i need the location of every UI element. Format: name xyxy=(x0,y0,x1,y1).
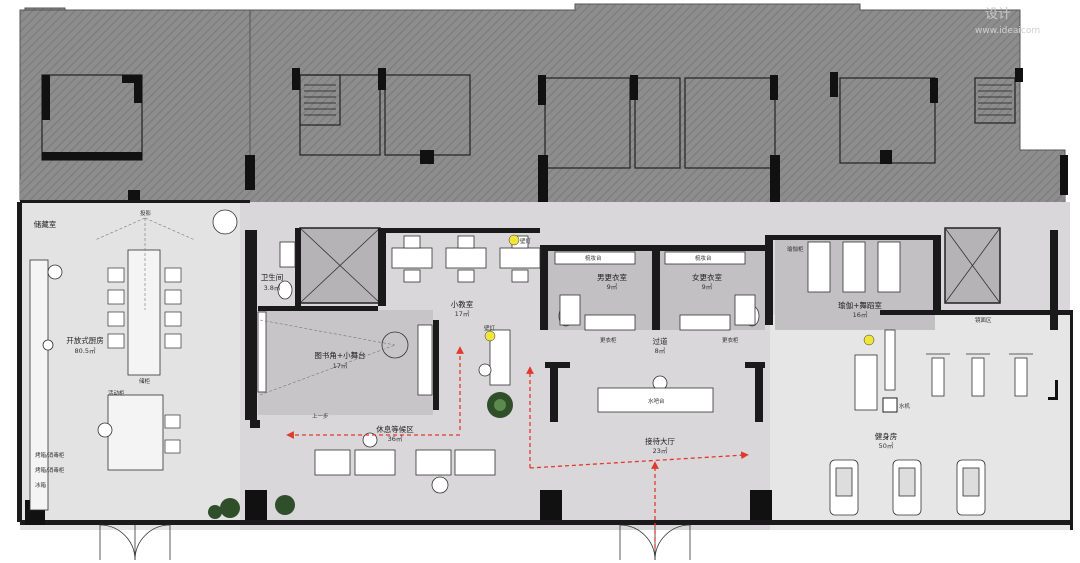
library-stage xyxy=(381,331,409,359)
plants xyxy=(208,392,513,519)
room-area-gym: 50㎡ xyxy=(879,441,894,450)
room-name-classroom: 小教室 xyxy=(451,299,474,309)
label-disinfect-1: 烤箱/消毒柜 xyxy=(35,451,65,459)
room-name-rest: 休息等候区 xyxy=(376,424,414,434)
room-name-gym: 健身房 xyxy=(875,431,898,441)
room-area-lobby: 23㎡ xyxy=(653,446,668,455)
label-water-bar: 水吧台 xyxy=(648,397,665,405)
room-name-mens: 男更衣室 xyxy=(597,272,627,282)
label-locker-f: 更衣柜 xyxy=(722,336,739,344)
room-area-library: 17㎡ xyxy=(333,361,348,370)
yoga-mats xyxy=(807,241,901,293)
room-name-wc: 卫生间 xyxy=(261,272,284,282)
label-wall-lamp-2: 壁灯 xyxy=(484,324,496,332)
entrance-doors xyxy=(99,524,691,561)
right-edge-bracket-foot xyxy=(1048,397,1058,400)
projection-lines xyxy=(94,217,196,310)
hatched-columns xyxy=(42,68,1068,205)
label-storage-cab: 储柜 xyxy=(139,377,151,385)
room-labels: 储藏室 开放式厨房 80.5㎡ 卫生间 3.8㎡ 图书角+小舞台 17㎡ 小教室… xyxy=(34,219,898,455)
label-lifecycle: 活动柜 xyxy=(108,389,125,397)
library-projection xyxy=(259,319,396,396)
round-table-top xyxy=(212,209,238,235)
kitchen-stools xyxy=(107,267,182,454)
right-edge-bracket xyxy=(1055,380,1058,400)
label-water-dispenser: 水机 xyxy=(899,402,911,410)
hatched-band xyxy=(19,9,251,201)
weight-benches xyxy=(926,353,1033,397)
library-bench xyxy=(257,311,267,393)
room-name-library: 图书角+小舞台 xyxy=(314,350,365,360)
label-fridge: 冰箱 xyxy=(35,481,47,489)
room-name-kitchen: 开放式厨房 xyxy=(66,335,104,345)
label-yoga-storage: 瑜伽柜 xyxy=(787,245,804,253)
room-area-womens: 9㎡ xyxy=(702,282,713,291)
sink-icons xyxy=(42,264,668,438)
label-disinfect-2: 烤箱/消毒柜 xyxy=(35,466,65,474)
gym-reception xyxy=(854,354,878,411)
annotation-labels: 投影 水吧台 上一步 壁灯 壁灯 镜面区 水机 更衣柜 更衣柜 梳妆台 梳妆台 … xyxy=(35,209,992,489)
gym-shelf xyxy=(884,329,896,391)
stair-left xyxy=(304,84,336,116)
room-name-corridor: 过道 xyxy=(653,336,668,346)
watermark-url: www.ideaicom xyxy=(975,26,1040,36)
library-floor xyxy=(258,310,433,415)
label-up-step: 上一步 xyxy=(312,412,329,420)
room-name-yoga: 瑜伽+舞蹈室 xyxy=(838,300,882,310)
room-name-lobby: 接待大厅 xyxy=(645,436,675,446)
lobby-stool xyxy=(478,363,492,377)
wall-lamp-icons xyxy=(484,234,875,346)
washroom-fixtures xyxy=(277,241,760,331)
library-shelf xyxy=(417,324,433,396)
label-projection: 投影 xyxy=(140,209,152,217)
label-toilet-m: 梳妆台 xyxy=(585,254,602,262)
room-area-wc: 3.8㎡ xyxy=(264,283,281,292)
circulation-arrows xyxy=(286,346,749,548)
room-area-corridor: 8㎡ xyxy=(655,346,666,355)
label-wall-lamp: 壁灯 xyxy=(520,237,532,245)
walls xyxy=(17,200,1073,530)
room-area-classroom: 17㎡ xyxy=(455,309,470,318)
room-area-mens: 9㎡ xyxy=(607,282,618,291)
room-area-kitchen: 80.5㎡ xyxy=(75,346,96,355)
room-name-storage: 储藏室 xyxy=(34,219,57,229)
classroom-desks xyxy=(391,235,541,283)
label-toilet-f: 梳妆台 xyxy=(695,254,712,262)
room-area-rest: 36㎡ xyxy=(388,434,403,443)
label-mirror-area: 镜面区 xyxy=(975,316,992,324)
water-bar-counter xyxy=(597,387,714,413)
reception-divider xyxy=(489,329,511,386)
rest-sofas xyxy=(314,432,496,494)
stair-right xyxy=(978,84,1012,116)
treadmills xyxy=(829,459,986,516)
water-dispenser xyxy=(882,397,898,413)
label-locker-m: 更衣柜 xyxy=(600,336,617,344)
kitchen-counter-left xyxy=(29,249,164,511)
room-name-womens: 女更衣室 xyxy=(692,272,722,282)
room-area-yoga: 16㎡ xyxy=(853,310,868,319)
watermark-site: 设计 xyxy=(985,7,1011,22)
